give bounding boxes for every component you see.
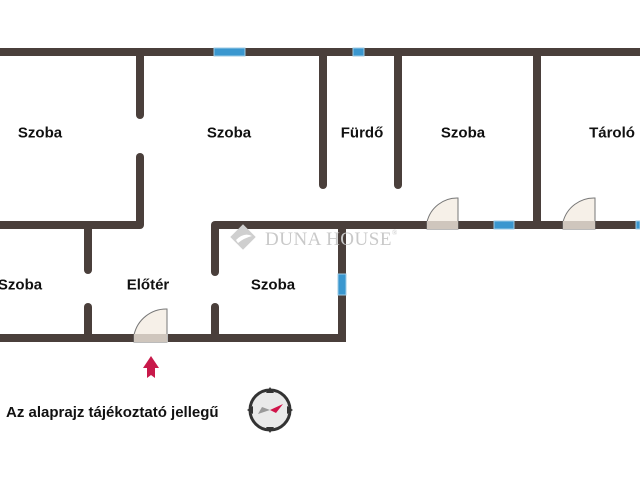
room-label-bottom-mid: Szoba xyxy=(250,276,296,294)
room-label-top-mid: Szoba xyxy=(206,124,252,142)
disclaimer-text: Az alaprajz tájékoztató jellegű xyxy=(6,404,219,421)
room-label-top-left: Szoba xyxy=(17,124,63,142)
window-icon xyxy=(635,220,640,230)
door-icon xyxy=(562,197,596,230)
door-icon xyxy=(426,197,459,230)
window-icon xyxy=(337,273,347,296)
walls xyxy=(0,48,640,342)
room-label-bathroom: Fürdő xyxy=(340,124,384,142)
room-label-top-right: Szoba xyxy=(440,124,486,142)
window-icon xyxy=(493,220,515,230)
windows xyxy=(213,47,640,296)
doors xyxy=(133,197,596,343)
room-label-storage: Tároló xyxy=(589,124,635,142)
door-icon xyxy=(133,308,168,343)
entrance-arrow-icon xyxy=(143,356,159,378)
compass-icon xyxy=(247,387,293,433)
watermark-text: DUNA HOUSE® xyxy=(265,229,398,250)
window-icon xyxy=(213,47,246,57)
room-label-bottom-left: Szoba xyxy=(0,276,43,294)
window-icon xyxy=(352,47,365,57)
room-label-hallway: Előtér xyxy=(126,276,170,294)
